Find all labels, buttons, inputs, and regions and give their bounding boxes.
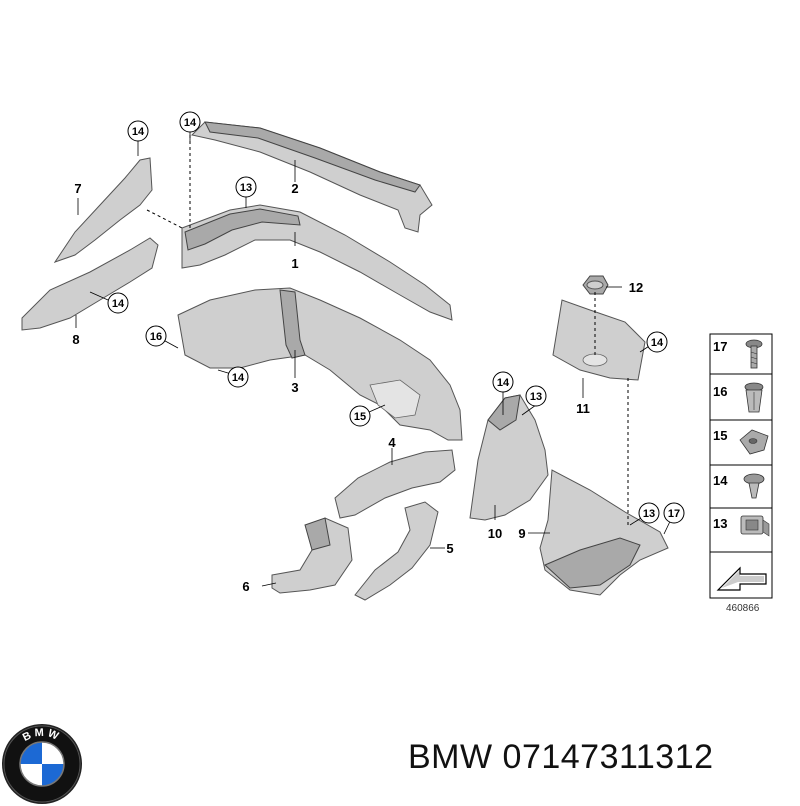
callout-label: 13: [530, 391, 542, 403]
assembly-lines: [146, 135, 629, 525]
part-number-labels: 1 2 3 4 5 6 7 8 9 10 11 12: [72, 181, 643, 594]
part-label-2: 2: [291, 181, 298, 196]
callout-circles: [107, 111, 685, 524]
expanding-clip-icon: [744, 382, 764, 413]
callout-label: 17: [668, 508, 680, 520]
part-12-shape: [582, 275, 609, 295]
legend-label: 13: [713, 516, 727, 531]
logo-letters: BMW: [21, 727, 60, 744]
product-title: BMW 07147311312: [408, 738, 714, 777]
part-2-shape: [190, 121, 433, 233]
callout-label: 14: [497, 377, 510, 389]
part-label-3: 3: [291, 380, 298, 395]
part-6-shape: [271, 517, 353, 594]
clip-nut-icon: [740, 515, 770, 537]
part-4-shape: [334, 449, 456, 519]
svg-text:BMW: BMW: [21, 727, 63, 744]
screw-icon: [745, 339, 763, 369]
legend-label: 17: [713, 339, 727, 354]
part-label-5: 5: [446, 541, 453, 556]
part-label-7: 7: [74, 181, 81, 196]
part-label-9: 9: [518, 526, 525, 541]
bmw-logo: BMW: [2, 724, 82, 804]
part-label-1: 1: [291, 256, 298, 271]
part-label-4: 4: [388, 435, 396, 450]
part-5-shape: [354, 501, 439, 601]
callout-label: 14: [132, 126, 145, 138]
brand-name: BMW: [408, 738, 493, 776]
callout-label: 14: [651, 337, 664, 349]
part-label-12: 12: [629, 280, 643, 295]
part-9-shape: [539, 469, 669, 596]
part-label-11: 11: [576, 401, 590, 416]
part-8-shape: [21, 237, 159, 331]
part-7-shape: [53, 157, 153, 263]
diagram-reference-number: 460866: [726, 603, 760, 614]
callout-label: 14: [184, 117, 197, 129]
part-3-shape: [177, 287, 463, 441]
part-label-6: 6: [242, 579, 249, 594]
part-label-10: 10: [488, 526, 502, 541]
fastener-legend: 17 16 15 14 13: [709, 333, 773, 614]
push-rivet-icon: [743, 473, 765, 499]
callout-label: 14: [112, 298, 125, 310]
legend-label: 14: [713, 473, 728, 488]
leader-lines: [75, 131, 675, 587]
part-label-8: 8: [72, 332, 79, 347]
callout-label: 15: [354, 411, 366, 423]
legend-label: 16: [713, 384, 727, 399]
callout-label: 13: [643, 508, 655, 520]
callout-label: 16: [150, 331, 162, 343]
callout-label: 14: [232, 372, 245, 384]
speed-nut-icon: [739, 429, 769, 455]
part-number: 07147311312: [502, 738, 714, 776]
part-1-shape: [181, 204, 453, 321]
part-11-shape: [552, 299, 646, 381]
callout-labels: 14 14 13 14 16 14 15 14 13 14 13 17: [112, 117, 680, 520]
direction-arrow-icon: [716, 566, 767, 591]
part-10-shape: [469, 394, 549, 521]
legend-label: 15: [713, 428, 727, 443]
callout-label: 13: [240, 182, 252, 194]
